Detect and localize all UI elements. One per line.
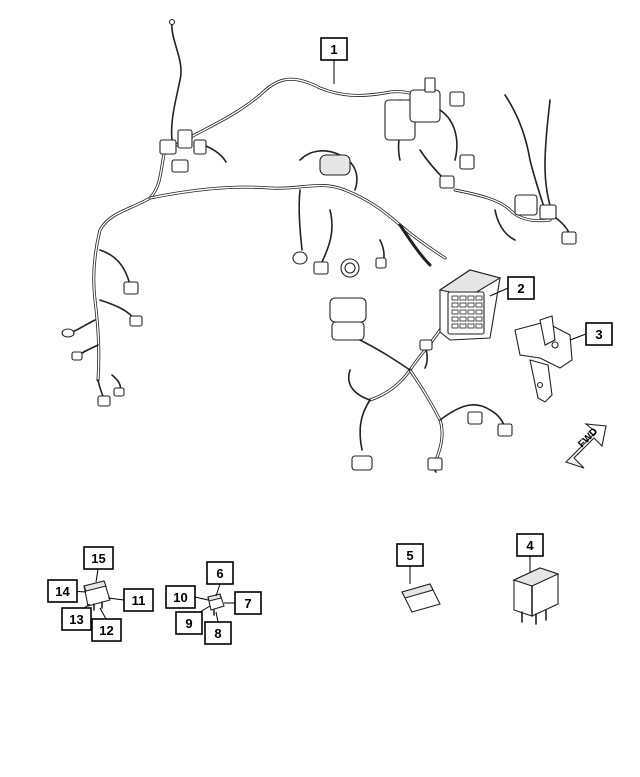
callout-15: 15 (83, 546, 114, 570)
mini-fuse-illustration (83, 580, 111, 611)
callout-1-label: 1 (330, 42, 337, 57)
callout-8: 8 (204, 621, 232, 645)
callout-12: 12 (91, 618, 122, 642)
cartridge-fuse-illustration (401, 583, 441, 613)
callout-12-label: 12 (99, 623, 113, 638)
callout-14: 14 (47, 579, 78, 603)
callout-5: 5 (396, 543, 424, 567)
callout-11-label: 11 (132, 593, 146, 608)
micro-fuse-illustration (207, 593, 225, 616)
callout-3-label: 3 (595, 327, 602, 342)
callout-4-label: 4 (526, 538, 534, 553)
wiring-harness-illustration (61, 18, 577, 473)
forward-direction-arrow: FWD (564, 423, 607, 469)
callout-2-label: 2 (517, 281, 524, 296)
callout-7-label: 7 (244, 596, 251, 611)
callout-15-label: 15 (91, 551, 105, 566)
callout-10: 10 (165, 585, 196, 609)
callout-9: 9 (175, 611, 203, 635)
callout-6-label: 6 (216, 566, 223, 581)
callout-7: 7 (234, 591, 262, 615)
callout-5-label: 5 (406, 548, 413, 563)
callout-2: 2 (507, 276, 535, 300)
mounting-bracket (514, 315, 573, 403)
callout-14-label: 14 (55, 584, 70, 599)
callout-13: 13 (61, 607, 92, 631)
callout-4: 4 (516, 533, 544, 557)
callout-6: 6 (206, 561, 234, 585)
power-distribution-center (438, 269, 502, 341)
callout-1: 1 (320, 37, 348, 61)
relay-illustration (512, 567, 560, 625)
callout-3: 3 (585, 322, 613, 346)
leader-lines (69, 60, 587, 623)
callout-9-label: 9 (185, 616, 192, 631)
callout-13-label: 13 (69, 612, 83, 627)
callout-8-label: 8 (214, 626, 221, 641)
callout-11: 11 (123, 588, 154, 612)
callout-10-label: 10 (173, 590, 187, 605)
